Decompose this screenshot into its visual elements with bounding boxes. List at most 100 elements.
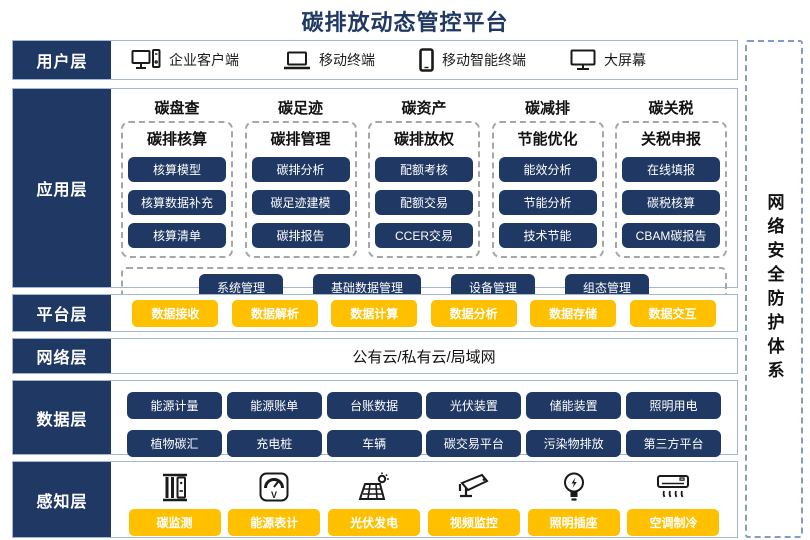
sense-button[interactable]: 能源表计 <box>228 509 321 536</box>
sense-item-energy-meter: V 能源表计 <box>227 468 322 536</box>
user-item-label: 移动终端 <box>319 52 375 68</box>
user-item-enterprise-client: 企业客户端 <box>131 49 239 71</box>
app-column-subheader: 碳排核算 <box>146 131 207 148</box>
data-button[interactable]: 充电桩 <box>226 430 322 457</box>
app-column-box: 节能优化 能效分析 节能分析 技术节能 <box>491 121 604 258</box>
app-column-header: 碳足迹 <box>277 100 323 117</box>
app-column-subheader: 碳排放权 <box>393 131 454 148</box>
data-button[interactable]: 储能装置 <box>526 392 622 419</box>
data-button[interactable]: 照明用电 <box>625 392 721 419</box>
app-column-box: 碳排核算 核算模型 核算数据补充 核算清单 <box>121 121 233 258</box>
security-sidebar-label: 网络安全防护体系 <box>764 193 784 385</box>
perception-layer-content: 碳监测 V 能源表计 <box>111 462 737 537</box>
app-column-carbon-tariff: 碳关税 关税申报 在线填报 碳税核算 CBAM碳报告 <box>615 97 727 258</box>
app-column-box: 碳排放权 配额考核 配额交易 CCER交易 <box>368 121 480 258</box>
user-item-label: 大屏幕 <box>604 52 646 68</box>
solar-panel-icon <box>357 468 391 506</box>
data-button[interactable]: 污染物排放 <box>526 430 622 457</box>
sense-button[interactable]: 照明插座 <box>527 509 620 536</box>
data-button[interactable]: 能源账单 <box>226 392 322 419</box>
app-column-header: 碳关税 <box>648 100 694 117</box>
sense-button[interactable]: 碳监测 <box>128 509 221 536</box>
light-bulb-icon <box>561 468 587 506</box>
app-column-header: 碳盘查 <box>154 100 200 117</box>
app-column-header: 碳减排 <box>524 100 570 117</box>
app-button[interactable]: 碳排分析 <box>251 157 350 182</box>
user-layer-content: 企业客户端 移动终端 移动智能终端 <box>111 41 737 79</box>
app-column-subheader: 节能优化 <box>517 131 578 148</box>
platform-button[interactable]: 数据交互 <box>629 299 716 327</box>
laptop-icon <box>283 51 311 70</box>
data-button[interactable]: 光伏装置 <box>426 392 522 419</box>
user-item-label: 移动智能终端 <box>442 52 526 68</box>
data-button[interactable]: 车辆 <box>326 430 422 457</box>
app-column-box: 关税申报 在线填报 碳税核算 CBAM碳报告 <box>615 121 727 258</box>
monitor-icon <box>570 49 596 71</box>
user-item-smart-terminal: 移动智能终端 <box>419 48 526 72</box>
carbon-monitor-icon <box>159 468 191 506</box>
platform-button[interactable]: 数据接收 <box>132 299 219 327</box>
svg-text:V: V <box>271 490 277 500</box>
app-button[interactable]: 碳税核算 <box>622 190 720 215</box>
app-column-carbon-reduction: 碳减排 节能优化 能效分析 节能分析 技术节能 <box>491 97 604 258</box>
data-button[interactable]: 第三方平台 <box>625 430 721 457</box>
platform-button[interactable]: 数据分析 <box>430 299 517 327</box>
sense-button[interactable]: 视频监控 <box>427 509 520 536</box>
app-button[interactable]: 配额交易 <box>375 190 473 215</box>
sense-button[interactable]: 空调制冷 <box>627 509 720 536</box>
cctv-camera-icon <box>456 468 492 506</box>
app-button[interactable]: 能效分析 <box>498 157 597 182</box>
perception-layer-row: 感知层 碳监测 <box>12 461 738 538</box>
network-layer-text: 公有云/私有云/局域网 <box>352 348 496 366</box>
app-column-subheader: 碳排管理 <box>270 131 331 148</box>
data-layer-row: 数据层 能源计量 能源账单 台账数据 光伏装置 储能装置 照明用电 植物碳汇 充… <box>12 380 738 457</box>
app-column-carbon-inventory: 碳盘查 碳排核算 核算模型 核算数据补充 核算清单 <box>121 97 233 258</box>
app-button[interactable]: 核算清单 <box>128 223 226 248</box>
air-conditioner-icon <box>655 468 691 506</box>
desktop-pc-icon <box>131 49 161 71</box>
smartphone-icon <box>419 48 434 72</box>
data-button[interactable]: 植物碳汇 <box>127 430 222 457</box>
platform-layer-content: 数据接收 数据解析 数据计算 数据分析 数据存储 数据交互 <box>111 295 737 331</box>
application-layer-label: 应用层 <box>13 89 111 287</box>
security-sidebar: 网络安全防护体系 <box>745 40 803 538</box>
app-button[interactable]: 核算数据补充 <box>128 190 226 215</box>
user-item-big-screen: 大屏幕 <box>570 49 646 71</box>
user-item-mobile-terminal: 移动终端 <box>283 50 375 70</box>
sense-item-cctv: 视频监控 <box>426 468 521 536</box>
sense-button[interactable]: 光伏发电 <box>328 509 421 536</box>
platform-button[interactable]: 数据解析 <box>231 299 318 327</box>
perception-layer-label: 感知层 <box>13 462 111 537</box>
platform-layer-row: 平台层 数据接收 数据解析 数据计算 数据分析 数据存储 数据交互 <box>12 294 738 332</box>
app-column-header: 碳资产 <box>401 100 447 117</box>
data-button[interactable]: 碳交易平台 <box>426 430 522 457</box>
user-layer-label: 用户层 <box>13 41 111 79</box>
app-column-box: 碳排管理 碳排分析 碳足迹建模 碳排报告 <box>244 121 357 258</box>
data-button[interactable]: 能源计量 <box>127 392 222 419</box>
application-layer-row: 应用层 碳盘查 碳排核算 核算模型 核算数据补充 核算清单 碳足迹 碳排管理 <box>12 88 738 307</box>
platform-button[interactable]: 数据存储 <box>530 299 617 327</box>
platform-button[interactable]: 数据计算 <box>331 299 418 327</box>
data-layer-content: 能源计量 能源账单 台账数据 光伏装置 储能装置 照明用电 植物碳汇 充电桩 车… <box>111 381 737 457</box>
app-button[interactable]: CBAM碳报告 <box>622 223 720 248</box>
network-layer-row: 网络层 公有云/私有云/局域网 <box>12 338 738 374</box>
app-button[interactable]: 配额考核 <box>375 157 473 182</box>
app-button[interactable]: 在线填报 <box>622 157 720 182</box>
application-layer-content: 碳盘查 碳排核算 核算模型 核算数据补充 核算清单 碳足迹 碳排管理 碳排分析 … <box>111 89 737 307</box>
app-column-subheader: 关税申报 <box>640 131 701 148</box>
sense-item-carbon-monitor: 碳监测 <box>127 468 222 536</box>
user-layer-row: 用户层 企业客户端 移动终端 <box>12 40 738 80</box>
data-button[interactable]: 台账数据 <box>326 392 422 419</box>
app-button[interactable]: 碳足迹建模 <box>251 190 350 215</box>
app-button[interactable]: CCER交易 <box>375 223 473 248</box>
app-button[interactable]: 技术节能 <box>498 223 597 248</box>
user-item-label: 企业客户端 <box>169 52 239 68</box>
sense-item-air-conditioner: 空调制冷 <box>626 468 721 536</box>
app-button[interactable]: 节能分析 <box>498 190 597 215</box>
network-layer-label: 网络层 <box>13 339 111 373</box>
app-column-carbon-footprint: 碳足迹 碳排管理 碳排分析 碳足迹建模 碳排报告 <box>244 97 357 258</box>
sense-item-solar: 光伏发电 <box>327 468 422 536</box>
app-button[interactable]: 核算模型 <box>128 157 226 182</box>
app-button[interactable]: 碳排报告 <box>251 223 350 248</box>
